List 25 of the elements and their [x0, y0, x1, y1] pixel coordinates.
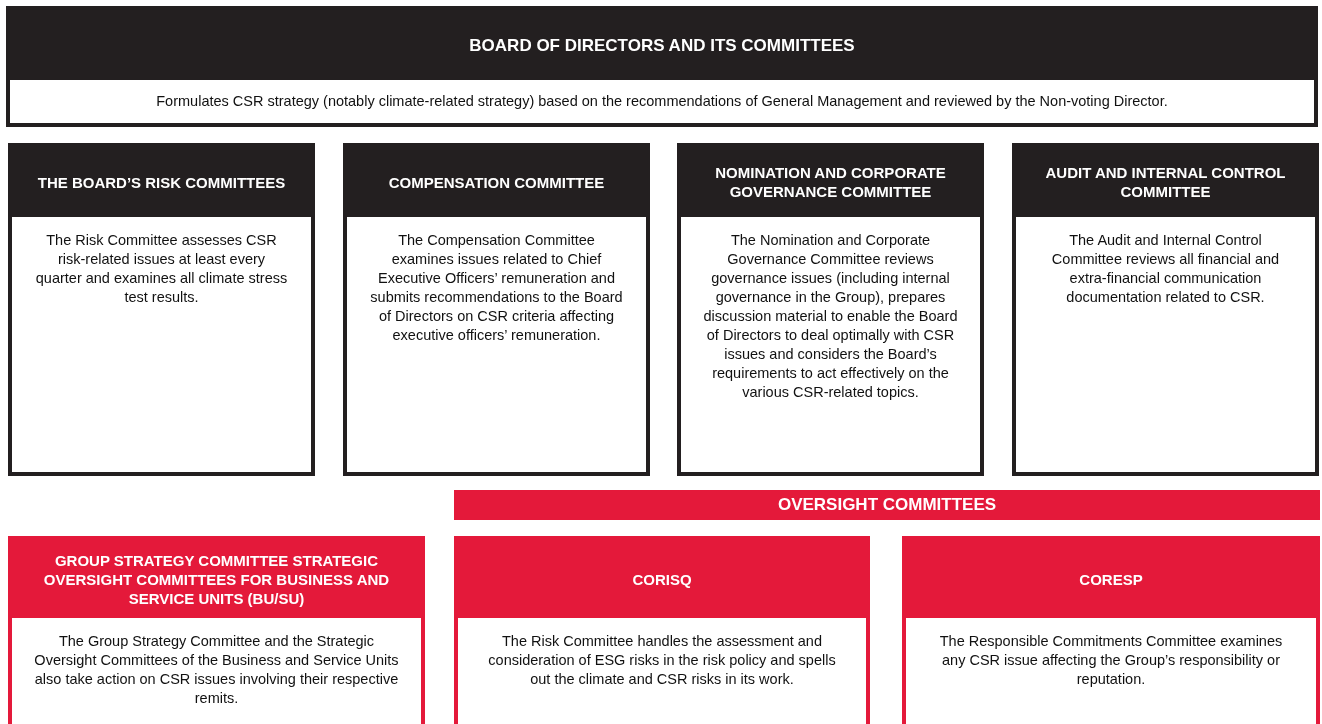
card-header: NOMINATION AND CORPORATE GOVERNANCE COMMITTEE	[681, 147, 980, 217]
card-header: COMPENSATION COMMITTEE	[347, 147, 646, 217]
description-text: The Compensation Committee examines issues related to Chief Executive Officers’ remuneration and submits recommendations to the Board of Directors on CSR criteria affecting executive officers’ remuneration.	[369, 231, 624, 345]
committee-card	[343, 143, 650, 476]
committee-card	[1012, 143, 1319, 476]
description-text: The Risk Committee handles the assessment and consideration of ESG risks in the risk policy and spells out the climate and CSR risks in its work.	[487, 632, 837, 689]
title-banner: BOARD OF DIRECTORS AND ITS COMMITTEES	[10, 10, 1314, 80]
description-text: The Audit and Internal Control Committee reviews all financial and extra-financial communication documentation related to CSR.	[1050, 231, 1281, 307]
committee-card	[454, 536, 870, 724]
committee-card	[677, 143, 984, 476]
card-header: THE BOARD’S RISK COMMITTEES	[12, 147, 311, 217]
description-text: The Nomination and Corporate Governance Committee reviews governance issues (including internal governance in the Group), prepares discussion material to enable the Board of Directors to deal optimally with CSR issues and considers the Board’s requirements to act effectively on the various CSR-related topics.	[702, 231, 959, 402]
card-header: CORISQ	[458, 540, 866, 618]
card-header: GROUP STRATEGY COMMITTEE STRATEGIC OVERSIGHT COMMITTEES FOR BUSINESS AND SERVICE UNITS (BU/SU)	[12, 540, 421, 618]
committee-card	[6, 6, 1318, 127]
description-text: Formulates CSR strategy (notably climate-related strategy) based on the recommendations of General Management and reviewed by the Non-voting Director.	[155, 92, 1169, 111]
description-text: The Responsible Commitments Committee examines any CSR issue affecting the Group’s responsibility or reputation.	[938, 632, 1284, 689]
description-text: The Risk Committee assesses CSR risk-related issues at least every quarter and examines all climate stress test results.	[34, 231, 289, 307]
section-banner: OVERSIGHT COMMITTEES	[454, 490, 1320, 520]
card-header: CORESP	[906, 540, 1316, 618]
card-header: AUDIT AND INTERNAL CONTROL COMMITTEE	[1016, 147, 1315, 217]
committee-card	[902, 536, 1320, 724]
committee-card	[8, 143, 315, 476]
description-text: The Group Strategy Committee and the Strategic Oversight Committees of the Business and Service Units also take action on CSR issues involving their respective remits.	[33, 632, 400, 708]
committee-card	[8, 536, 425, 724]
